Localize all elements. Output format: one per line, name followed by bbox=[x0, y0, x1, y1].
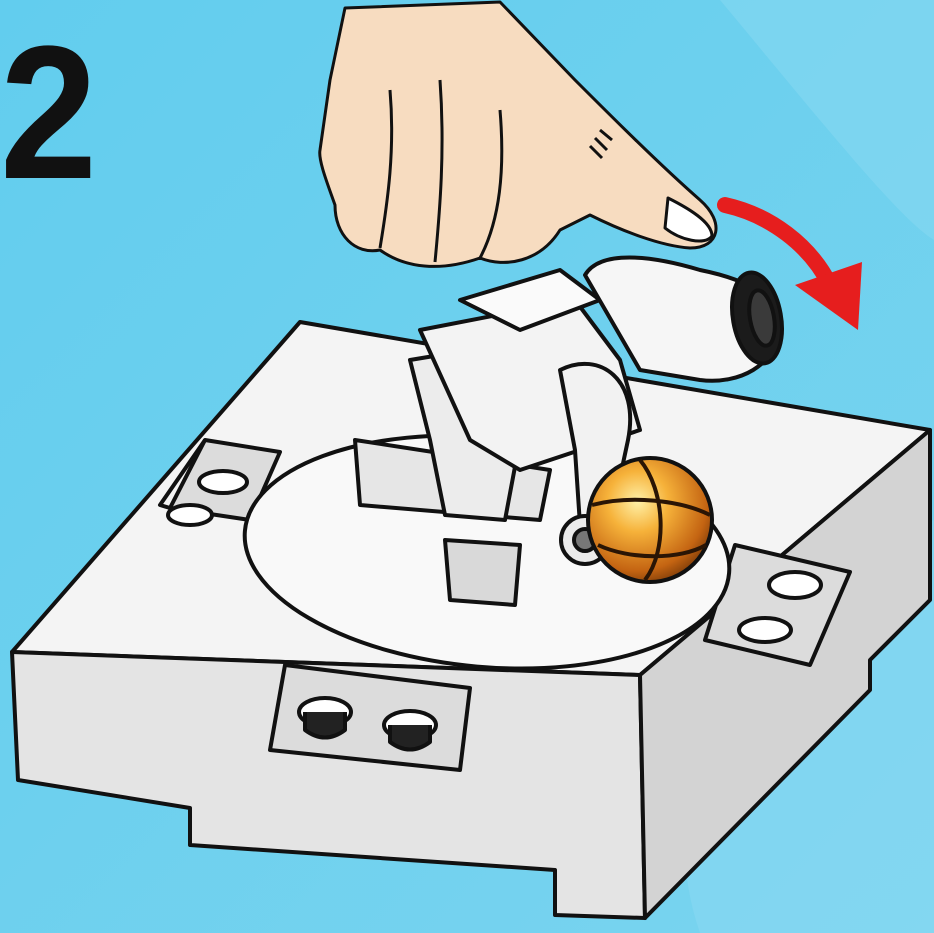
basketball-icon bbox=[588, 458, 712, 582]
step-number: 2 bbox=[0, 18, 97, 208]
